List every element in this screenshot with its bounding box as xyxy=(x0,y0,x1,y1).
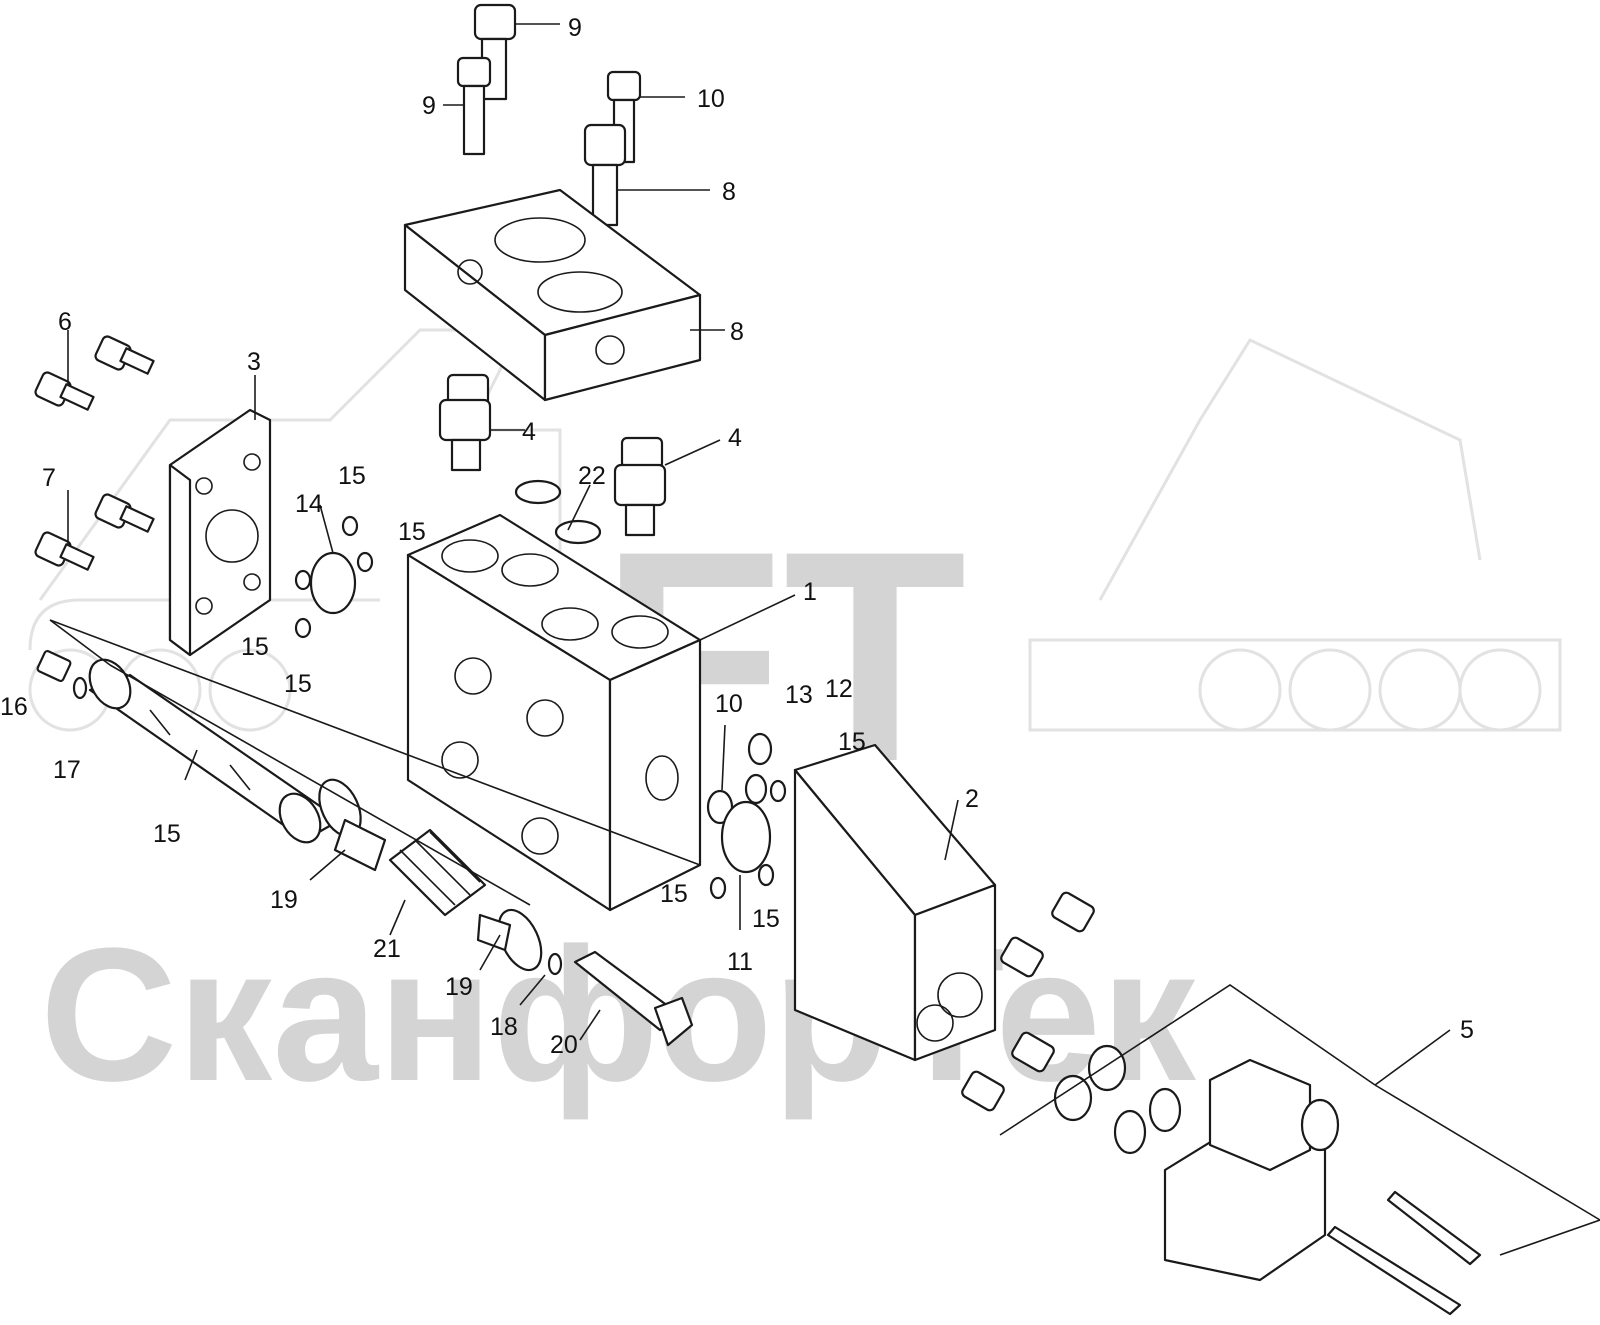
screw-6-a xyxy=(94,335,155,375)
cartridge-valve-4-right xyxy=(613,436,667,537)
cartridge-valve-4-left xyxy=(438,373,492,472)
callouts: 9 9 10 8 8 4 4 22 1 3 6 7 15 14 15 15 15… xyxy=(0,14,1474,1059)
callout-12: 12 xyxy=(825,675,853,703)
callout-8-top: 9 xyxy=(568,14,582,42)
callout-22: 22 xyxy=(578,462,606,490)
callout-4-right: 4 xyxy=(728,424,742,452)
callout-21: 21 xyxy=(373,935,401,963)
o-ring-15-c xyxy=(294,569,312,591)
callout-11: 11 xyxy=(727,948,753,976)
callout-15-f: 15 xyxy=(752,905,780,933)
callout-4-left: 4 xyxy=(522,418,536,446)
adapter-fitting-a xyxy=(1087,1044,1127,1092)
o-ring-15-d xyxy=(294,617,312,639)
washer-19-lower xyxy=(476,908,543,972)
o-ring-18-left xyxy=(72,676,88,700)
callout-6-mid: 7 xyxy=(42,464,56,492)
callout-7: 8 xyxy=(730,318,744,346)
screw-2-a xyxy=(1051,891,1095,933)
o-ring-18-right xyxy=(547,952,563,976)
bolt-8-mid xyxy=(583,123,627,227)
washer-19-upper xyxy=(318,778,387,872)
callout-15-b: 15 xyxy=(241,633,269,661)
leader-lines xyxy=(49,23,1600,1256)
adapter-fitting-b xyxy=(1053,1074,1093,1122)
callout-15-d: 15 xyxy=(838,728,866,756)
o-ring-15-b xyxy=(356,551,374,573)
callout-15-c: 15 xyxy=(284,670,312,698)
o-ring-11 xyxy=(720,800,772,874)
callout-10: 10 xyxy=(715,690,743,718)
screw-2-d xyxy=(961,1070,1005,1112)
o-ring-solenoid-b xyxy=(1113,1109,1147,1155)
end-cover-3 xyxy=(168,408,272,657)
o-ring-15-a xyxy=(341,515,359,537)
callout-19-lower: 19 xyxy=(445,973,473,1001)
callout-5: 5 xyxy=(1460,1016,1474,1044)
solenoid-bolt-a xyxy=(1386,1190,1482,1266)
screw-6-d xyxy=(34,531,95,571)
callout-15-e: 15 xyxy=(660,880,688,908)
callout-18-left: 17 xyxy=(53,756,81,784)
callout-9-right: 10 xyxy=(697,85,725,113)
o-ring-12 xyxy=(744,773,768,805)
o-ring-14 xyxy=(309,551,357,615)
o-ring-15-e xyxy=(769,779,787,803)
solenoid-5 xyxy=(1163,1058,1340,1282)
o-ring-solenoid-a xyxy=(1148,1087,1182,1133)
o-ring-13 xyxy=(747,732,773,766)
callout-1: 1 xyxy=(803,578,817,606)
callout-3: 3 xyxy=(247,348,261,376)
plug-17 xyxy=(36,650,72,682)
callout-17: 16 xyxy=(0,693,28,721)
watermark-brand: СканфорТек xyxy=(40,909,1197,1121)
solenoid-bolt-b xyxy=(1326,1225,1462,1316)
end-cover-2 xyxy=(793,743,997,1062)
callout-14: 14 xyxy=(295,490,323,518)
screw-6-b xyxy=(34,371,95,411)
bolt-20 xyxy=(573,950,694,1047)
screw-2-c xyxy=(1011,1031,1055,1073)
parts xyxy=(34,3,1482,1316)
watermark-excavator-right xyxy=(1028,338,1562,732)
o-ring-15-f xyxy=(709,876,727,900)
callout-20: 20 xyxy=(550,1031,578,1059)
callout-9-left: 9 xyxy=(422,92,436,120)
o-ring-15-g xyxy=(757,863,775,887)
callout-15-a: 15 xyxy=(398,518,426,546)
screw-2-b xyxy=(1000,936,1044,978)
callout-13: 13 xyxy=(785,681,813,709)
bolt-9-top-left xyxy=(456,56,492,156)
callout-18-right: 18 xyxy=(490,1013,518,1041)
callout-2: 2 xyxy=(965,785,979,813)
callout-16: 15 xyxy=(153,820,181,848)
valve-body-1 xyxy=(406,513,702,912)
callout-8-mid: 8 xyxy=(722,178,736,206)
callout-6-top: 6 xyxy=(58,308,72,336)
callout-15-top: 15 xyxy=(338,462,366,490)
callout-19-upper: 19 xyxy=(270,886,298,914)
cover-plate-7 xyxy=(403,188,702,402)
screw-6-c xyxy=(94,493,155,533)
o-ring-22-upper xyxy=(514,479,562,505)
o-ring-22-lower xyxy=(554,519,602,545)
